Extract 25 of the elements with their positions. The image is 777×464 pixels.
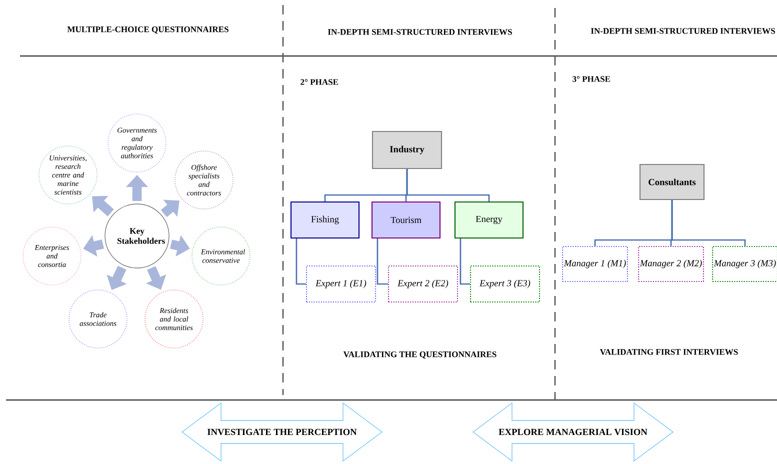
caption-text: VALIDATING FIRST INTERVIEWS [600,349,738,355]
connector-line [376,238,388,285]
expert-box: Expert 3 (E3) [470,265,540,303]
phase-label: 2° PHASE [300,79,338,85]
column-header: MULTIPLE-CHOICE QUESTIONNAIRES [67,26,228,34]
group-box: Industry [372,130,442,170]
connector-line [406,169,490,202]
connector-line [296,238,306,285]
expert-box: Manager 1 (M1) [562,246,628,282]
expert-box: Expert 2 (E2) [388,265,458,303]
expert-box: Manager 3 (M3) [712,246,777,282]
phase-label: 3° PHASE [572,76,610,82]
column-header: IN-DEPTH SEMI-STRUCTURED INTERVIEWS [591,28,775,34]
column-header: IN-DEPTH SEMI-STRUCTURED INTERVIEWS [328,29,512,35]
caption-text: VALIDATING THE QUESTIONNAIRES [343,352,496,359]
category-box: Tourism [371,201,441,239]
expert-box: Manager 2 (M2) [638,246,704,282]
block-arrow [160,200,180,218]
category-box: Energy [454,201,524,239]
connector-line [671,200,746,246]
connector-line [460,238,470,285]
group-box: Consultants [639,164,705,200]
expert-box: Expert 1 (E1) [306,265,376,303]
block-arrow [92,196,114,216]
category-box: Fishing [290,201,360,239]
